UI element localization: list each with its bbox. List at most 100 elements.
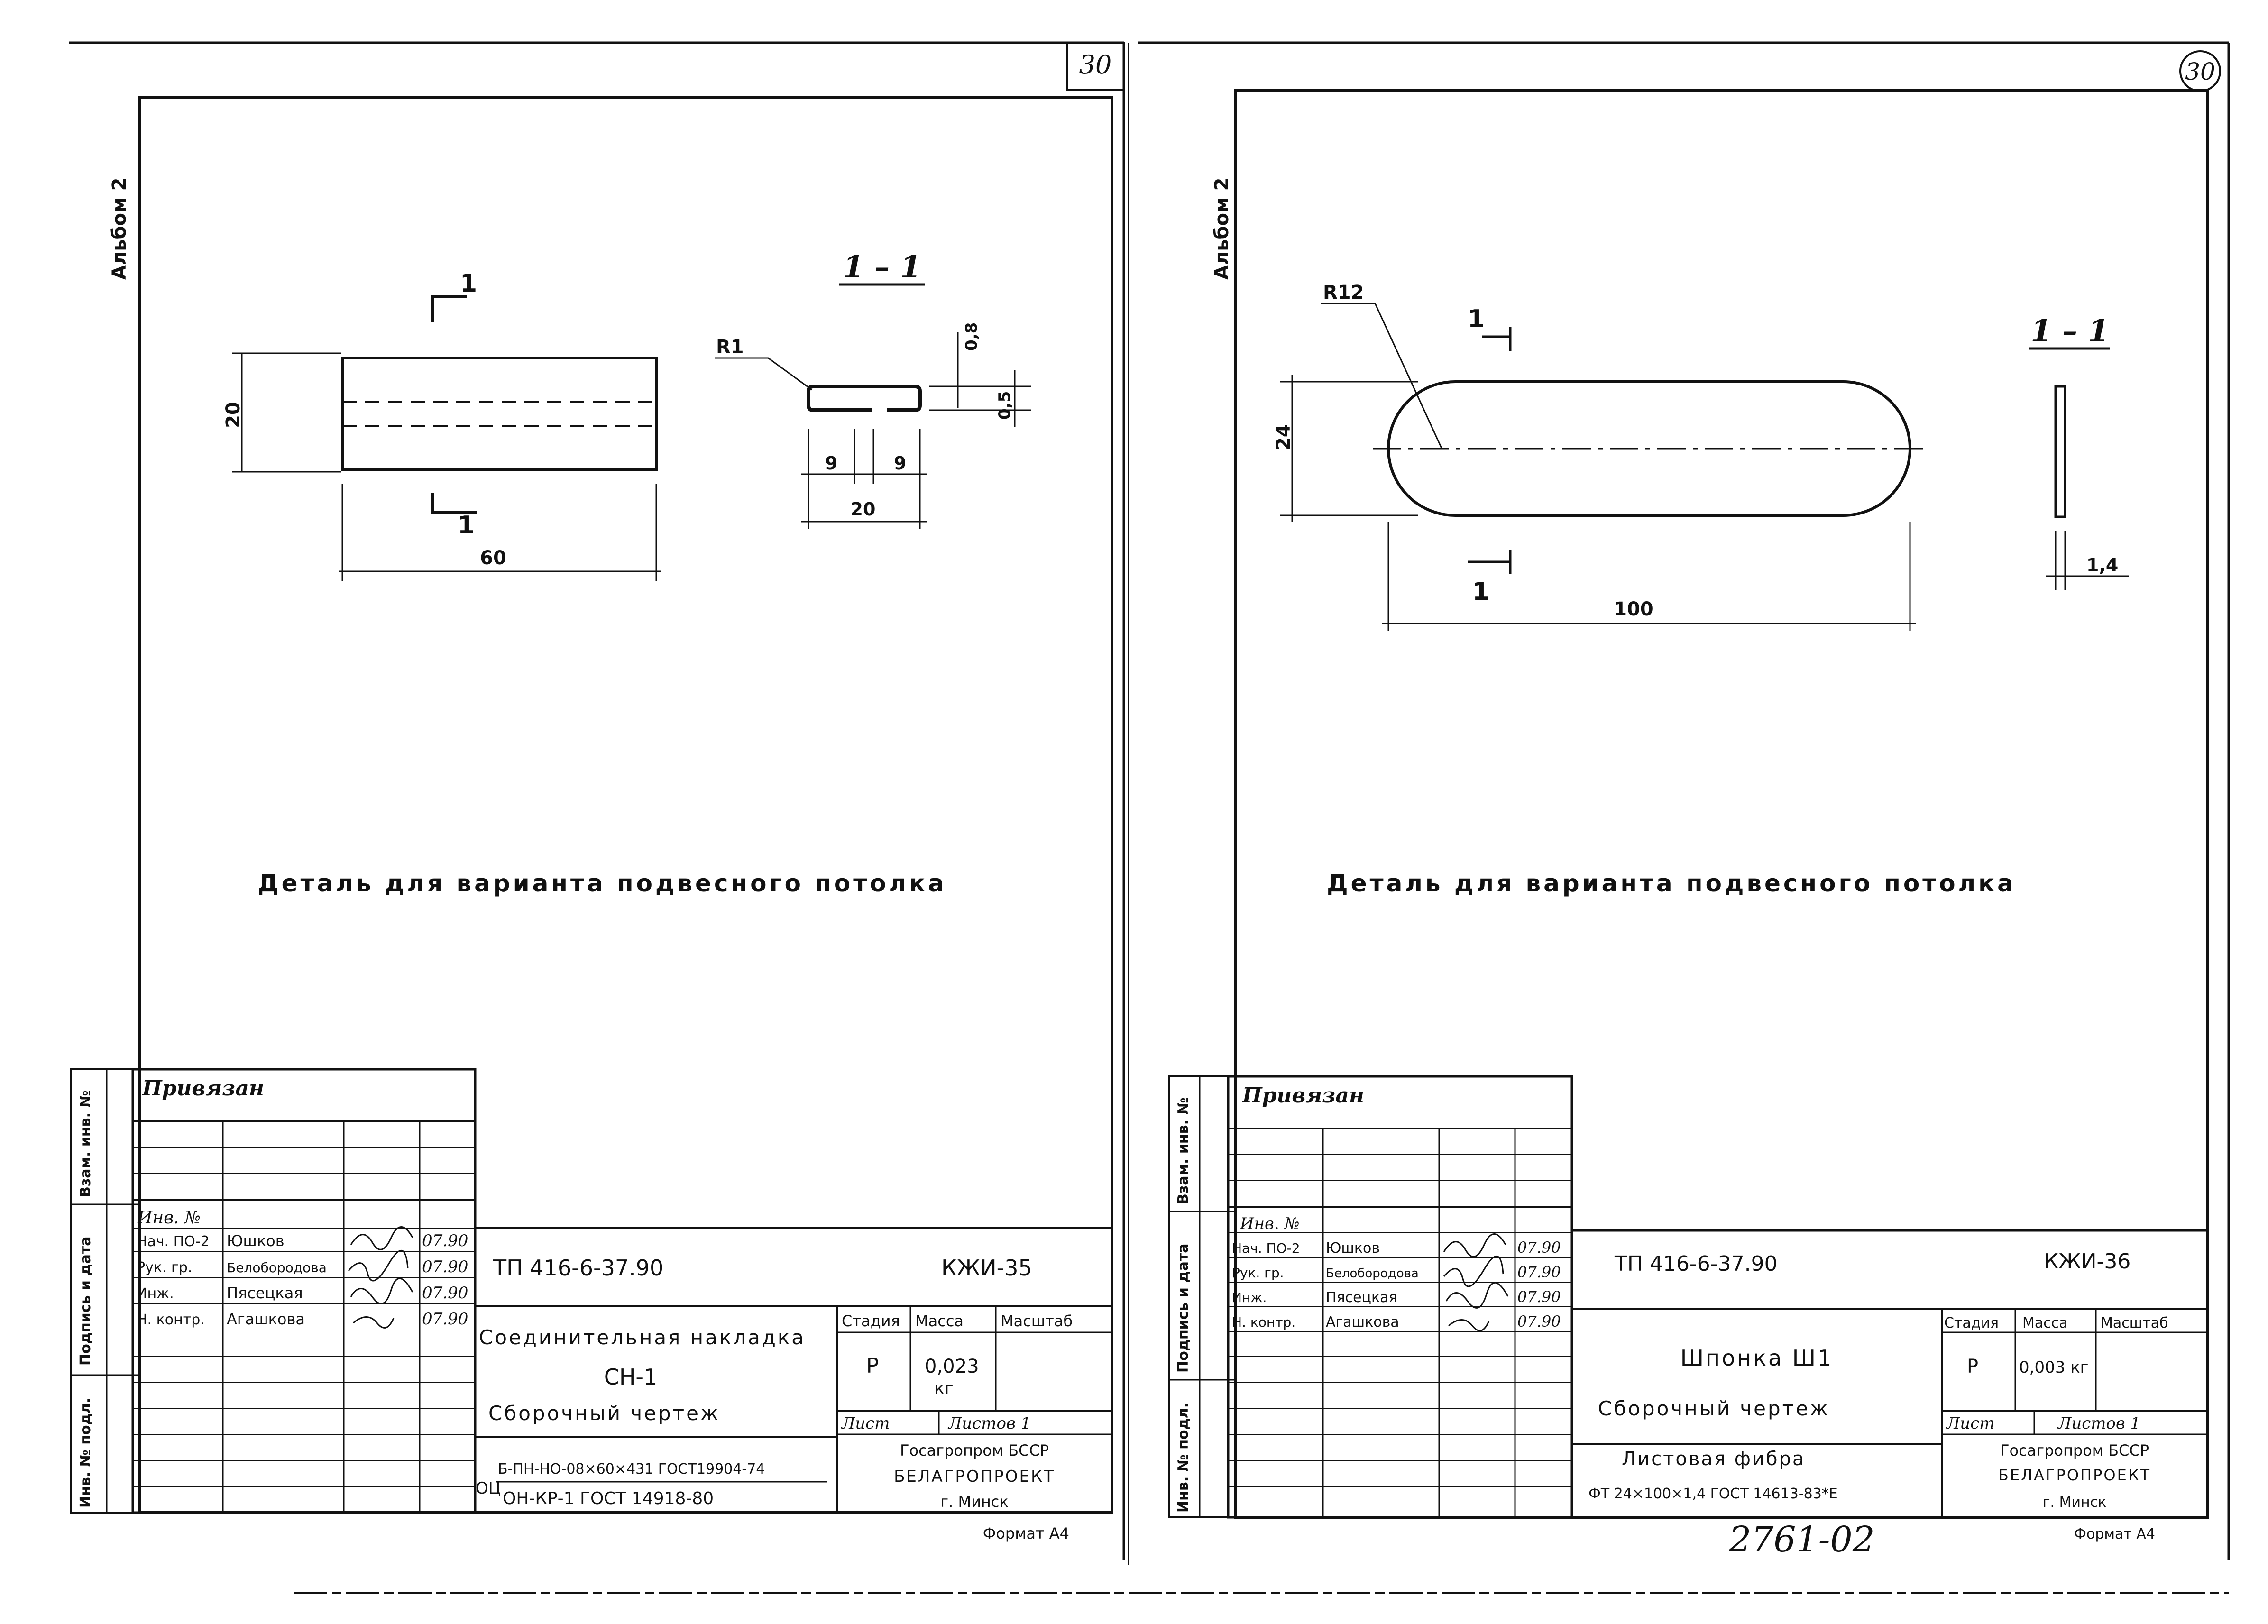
role-0: Нач. ПО-2	[137, 1233, 210, 1250]
sheet-code: КЖИ-35	[941, 1255, 1032, 1281]
height-dim: 24	[1273, 424, 1295, 450]
title-block: Привязан Инв. № Нач. ПО-2 Юшков 07.90 Ру…	[1227, 1075, 2207, 1519]
side-label-1: Взам. инв. №	[1175, 1097, 1192, 1204]
stage-header: Стадия	[842, 1312, 900, 1330]
mass-unit: кг	[934, 1379, 954, 1398]
section-rect	[2054, 385, 2066, 518]
album-label: Альбом 2	[109, 178, 130, 280]
stage-value: Р	[1967, 1356, 1978, 1377]
mass-value: 0,023	[925, 1356, 979, 1377]
t2-dim: 0,5	[995, 391, 1014, 420]
sheet-header: Лист	[1946, 1414, 1995, 1433]
radius-label: R1	[716, 336, 744, 358]
t1-dim: 0,8	[962, 322, 981, 351]
name-line1: Шпонка Ш1	[1680, 1345, 1834, 1371]
stage-value: Р	[866, 1354, 879, 1378]
height-dim: 20	[222, 402, 244, 428]
org-line2: БЕЛАГРОПРОЕКТ	[1998, 1466, 2151, 1484]
name-2: Пясецкая	[1326, 1289, 1397, 1306]
date-0: 07.90	[422, 1231, 468, 1250]
flange-b-dim: 9	[894, 453, 906, 474]
date-1: 07.90	[422, 1257, 468, 1276]
material-line2: ФТ 24×100×1,4 ГОСТ 14613-83*Е	[1589, 1486, 1838, 1502]
side-label-3: Инв. № подл.	[1175, 1403, 1192, 1513]
date-2: 07.90	[422, 1284, 468, 1303]
name-2: Пясецкая	[227, 1284, 303, 1302]
signature-3	[353, 1316, 395, 1329]
side-strip: Взам. инв. № Подпись и дата Инв. № подл.	[70, 1068, 141, 1514]
section-view: 1 – 1 R1 9 9 20 0,8 0,5	[715, 249, 1031, 529]
cut-mark-bottom: 1	[1472, 578, 1489, 606]
plate-outline	[341, 357, 658, 471]
inner-frame	[138, 96, 1113, 1514]
cut-mark-bottom: 1	[458, 511, 475, 540]
signature-1	[348, 1249, 409, 1282]
scale-header: Масштаб	[1001, 1312, 1073, 1330]
stage-header: Стадия	[1944, 1315, 1999, 1331]
side-label-2: Подпись и дата	[77, 1237, 94, 1366]
title-block: Привязан Инв. № Нач. ПО-2 Юшков 07.90 Ру…	[131, 1068, 1112, 1514]
page-number: 30	[2185, 58, 2215, 85]
side-label-1: Взам. инв. №	[77, 1090, 94, 1197]
signature-0	[1443, 1233, 1506, 1257]
org-line1: Госагропром БССР	[2000, 1441, 2149, 1459]
caption: Деталь для варианта подвесного потолка	[1327, 870, 2016, 897]
role-2: Инж.	[137, 1285, 174, 1302]
radius-leader	[1321, 303, 1442, 449]
name-3: Агашкова	[1326, 1314, 1399, 1330]
privyazan-label: Привязан	[141, 1076, 264, 1101]
name-line3: Сборочный чертеж	[1598, 1397, 1830, 1420]
doc-code: ТП 416-6-37.90	[1614, 1252, 1778, 1276]
role-3: Н. контр.	[137, 1312, 205, 1328]
signature-0	[350, 1226, 413, 1250]
name-line1: Соединительная накладка	[479, 1326, 806, 1349]
album-label: Альбом 2	[1211, 178, 1233, 280]
org-line3: г. Минск	[940, 1493, 1008, 1511]
mass-header: Масса	[2022, 1315, 2068, 1331]
date-3: 07.90	[1517, 1312, 1561, 1330]
page-number-box	[1066, 42, 1125, 91]
length-dim: 100	[1614, 598, 1653, 620]
name-3: Агашкова	[227, 1310, 305, 1328]
signature-1	[1443, 1255, 1504, 1287]
scale-header: Масштаб	[2101, 1315, 2168, 1331]
sheet-header: Лист	[841, 1414, 890, 1433]
name-line2: СН-1	[604, 1364, 658, 1390]
date-0: 07.90	[1517, 1239, 1561, 1257]
inv-no-label: Инв. №	[137, 1208, 201, 1228]
material-line1: Б-ПН-НО-08×60×431 ГОСТ19904-74	[498, 1461, 765, 1477]
format-label: Формат А4	[2074, 1526, 2155, 1542]
signature-2	[1445, 1282, 1509, 1309]
radius-label: R12	[1323, 282, 1364, 303]
inv-no-label: Инв. №	[1240, 1214, 1300, 1233]
date-2: 07.90	[1517, 1288, 1561, 1306]
role-3: Н. контр.	[1232, 1314, 1295, 1330]
archive-number: 2761-02	[1728, 1519, 1875, 1560]
right-sheet: 30 Альбом 2 R12 24 100 1 1	[1128, 41, 2230, 1565]
side-label-3: Инв. № подл.	[77, 1398, 94, 1508]
name-line3: Сборочный чертеж	[488, 1402, 720, 1425]
name-0: Юшков	[227, 1232, 285, 1250]
page-number: 30	[1079, 50, 1112, 80]
mass-value: 0,003 кг	[2019, 1358, 2089, 1377]
name-1: Белобородова	[227, 1260, 327, 1275]
privyazan-label: Привязан	[1241, 1083, 1364, 1108]
doc-code: ТП 416-6-37.90	[493, 1255, 663, 1281]
signature-2	[350, 1277, 413, 1304]
inner-frame	[1234, 89, 2209, 1519]
left-sheet: 30 Альбом 2 20 60 1 1 1 – 1	[69, 41, 1125, 1560]
cut-mark-top: 1	[1468, 305, 1485, 333]
sheets-header: Листов 1	[2057, 1414, 2140, 1433]
thickness-dim: 1,4	[2086, 555, 2118, 576]
date-3: 07.90	[422, 1310, 468, 1329]
material-line1: Листовая фибра	[1622, 1448, 1805, 1470]
role-1: Рук. гр.	[137, 1259, 192, 1276]
section-label: 1 – 1	[2030, 313, 2109, 349]
signature-3	[1448, 1319, 1490, 1331]
format-label: Формат А4	[983, 1524, 1069, 1542]
org-line1: Госагропром БССР	[900, 1441, 1049, 1459]
sheet-code: КЖИ-36	[2044, 1249, 2130, 1274]
name-1: Белобородова	[1326, 1266, 1419, 1281]
name-0: Юшков	[1326, 1240, 1380, 1257]
